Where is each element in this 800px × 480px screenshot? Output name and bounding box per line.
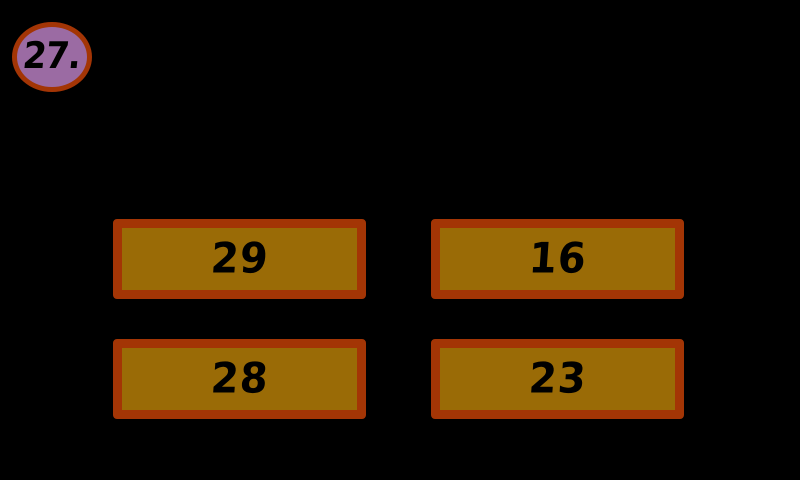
answer-option-4-label: 23	[526, 354, 589, 404]
question-number-badge: 27.	[12, 22, 92, 92]
answer-option-3[interactable]: 28	[113, 339, 366, 419]
answer-option-1[interactable]: 29	[113, 219, 366, 299]
answer-option-3-label: 28	[208, 354, 271, 404]
answer-option-1-label: 29	[208, 234, 271, 284]
answer-option-2[interactable]: 16	[431, 219, 684, 299]
answer-option-2-label: 16	[526, 234, 589, 284]
answer-option-4[interactable]: 23	[431, 339, 684, 419]
question-number-label: 27.	[21, 34, 83, 78]
